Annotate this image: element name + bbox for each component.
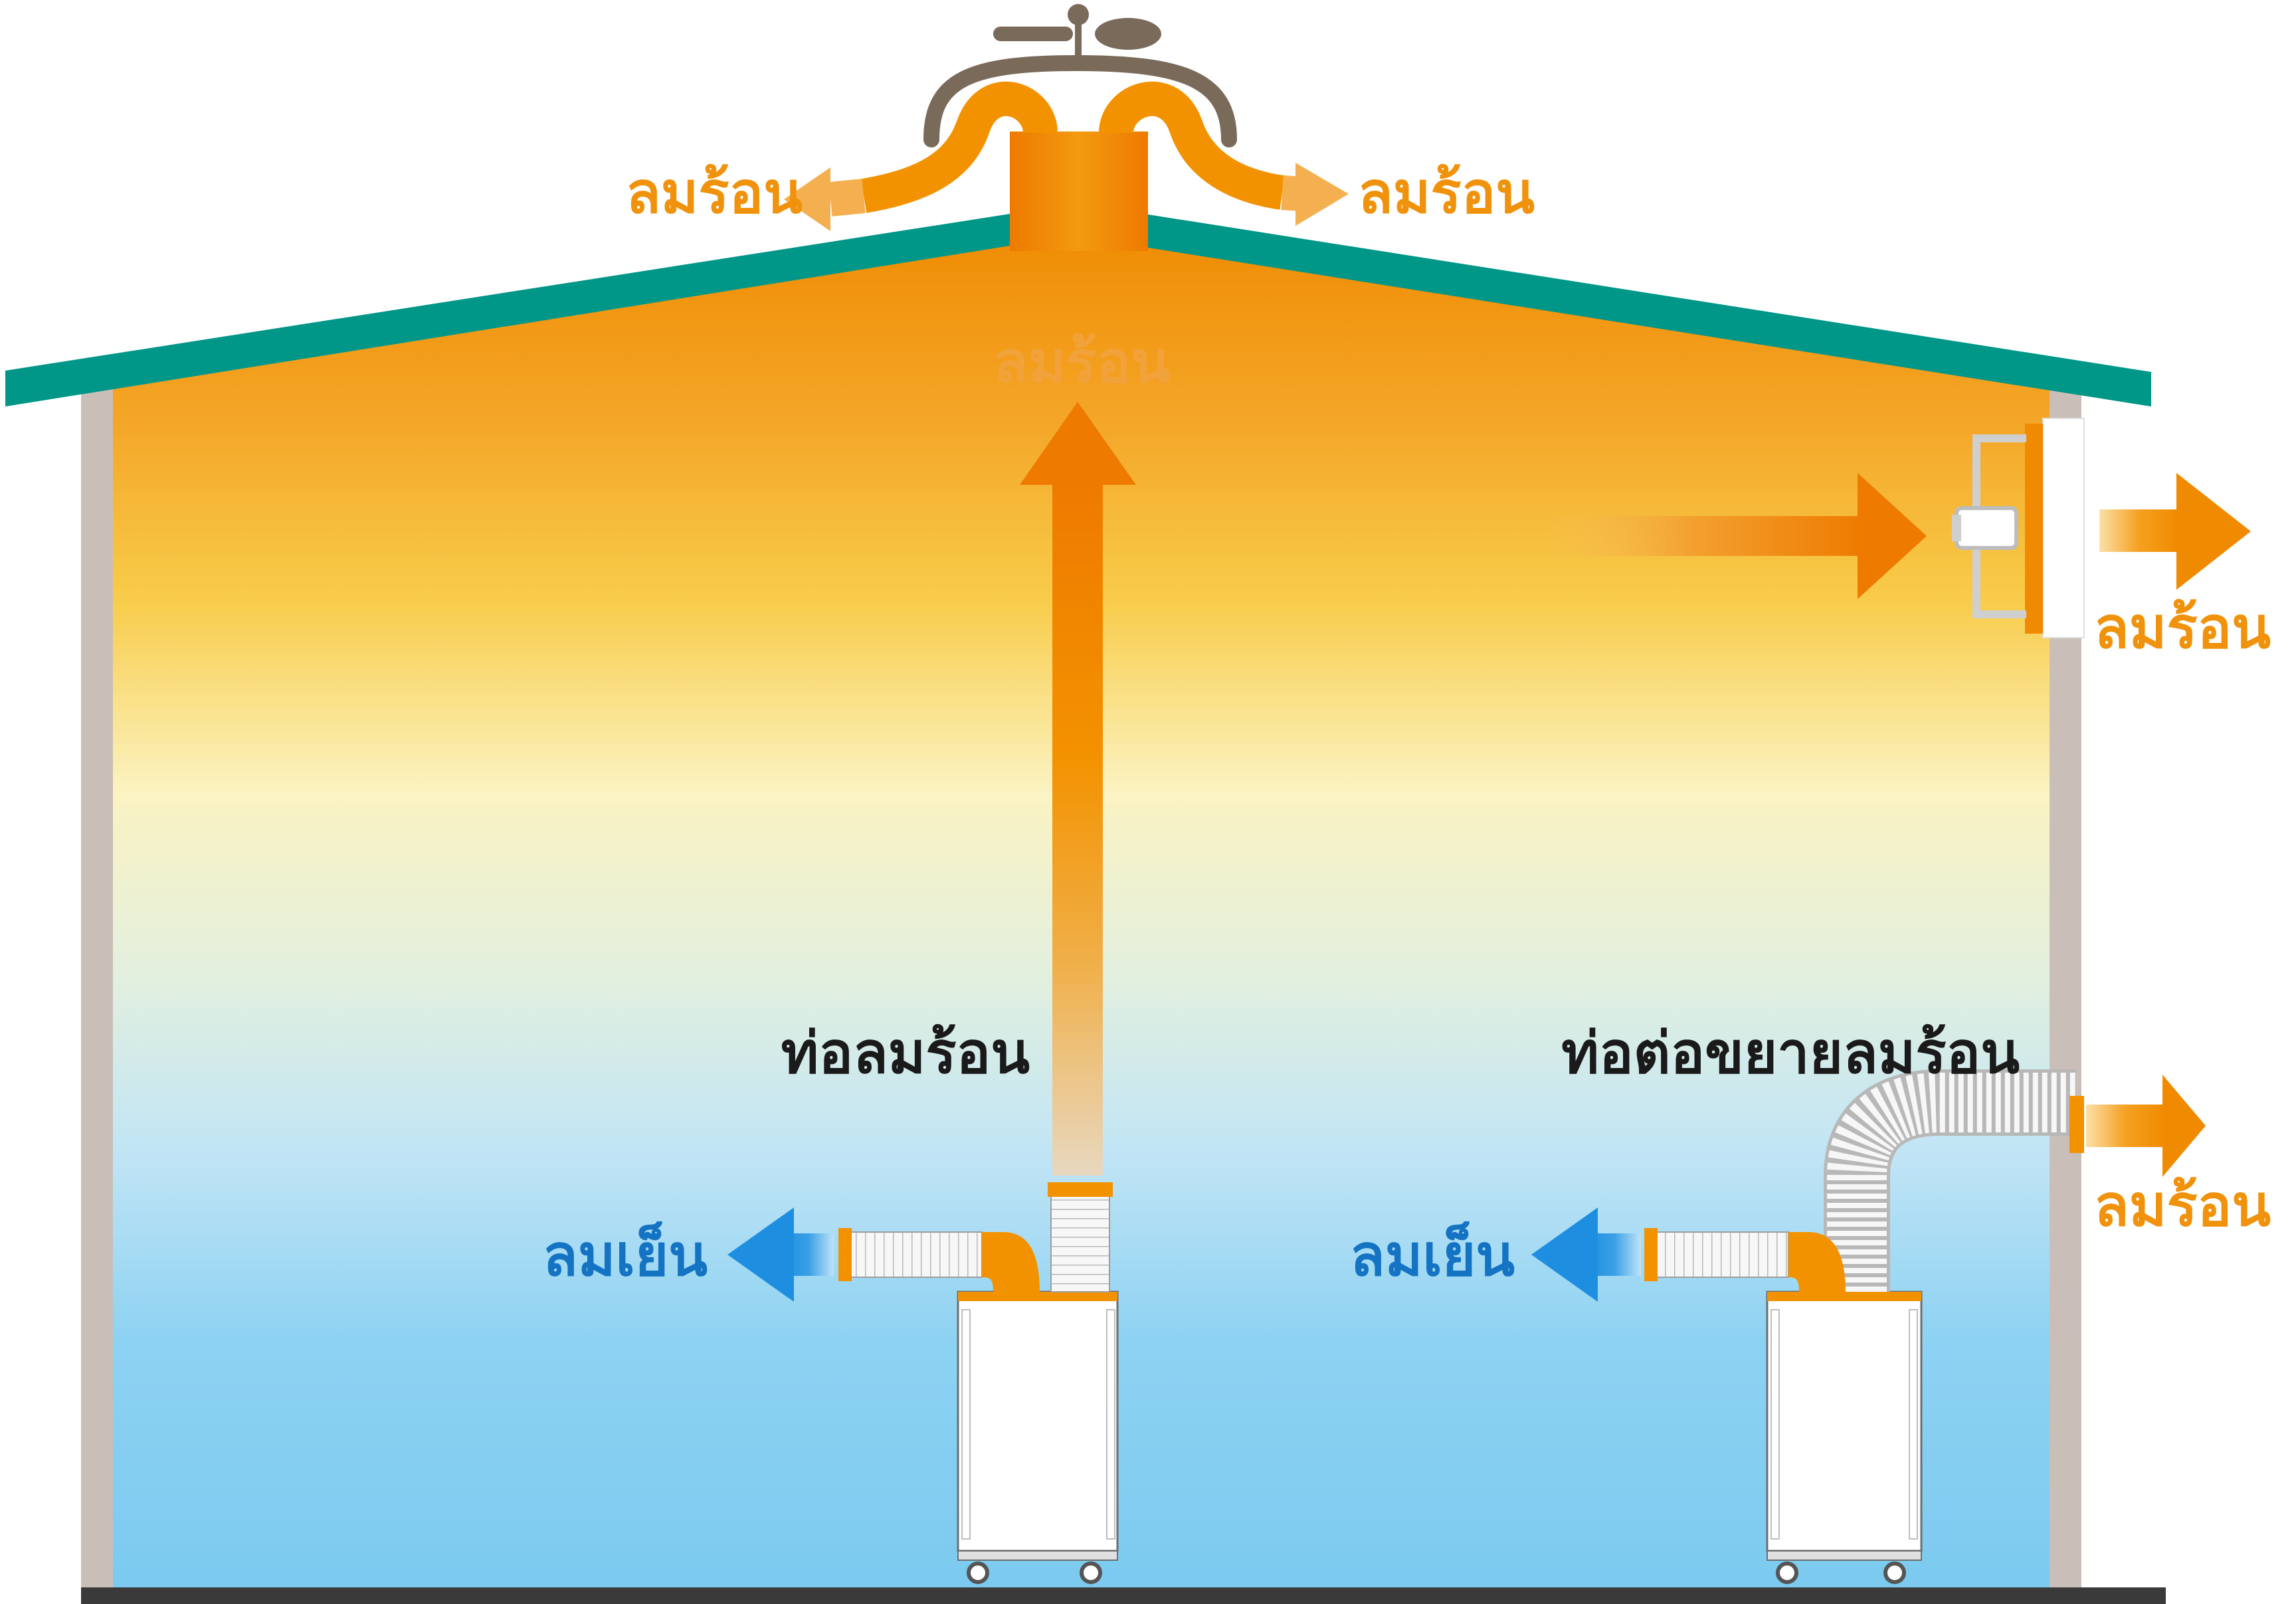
left-wall: [81, 389, 113, 1589]
roof-vent-hood: [923, 4, 1237, 147]
roof-right: [1144, 214, 2151, 406]
wall-fan-outflow-arrow: [2099, 473, 2251, 590]
wall-exhaust-fan: [1952, 418, 2085, 638]
cool-air-label-right: ลมเย็น: [1350, 1221, 1515, 1289]
cool-air-label-left: ลมเย็น: [543, 1221, 708, 1289]
hot-air-label-extension: ลมร้อน: [2094, 1173, 2271, 1239]
hot-air-label-ceiling: ลมร้อน: [993, 329, 1170, 396]
hot-air-label-vent-left: ลมร้อน: [626, 160, 803, 226]
hot-air-label-vent-right: ลมร้อน: [1358, 160, 1535, 226]
hot-air-label-wall-fan: ลมร้อน: [2094, 595, 2271, 662]
right-spot-cooler: [1644, 1069, 2084, 1584]
left-cool-air-arrow: [727, 1207, 834, 1302]
right-cool-air-arrow: [1531, 1207, 1641, 1302]
hot-air-extension-duct-label: ท่อต่อขยายลมร้อน: [1561, 1020, 2020, 1087]
hot-air-duct-label: ท่อลมร้อน: [781, 1020, 1030, 1087]
vent-flow-left: [784, 81, 1058, 231]
vent-flow-right: [1099, 81, 1349, 226]
floor: [81, 1587, 2166, 1604]
rising-hot-air-arrow: [1020, 402, 1136, 1176]
roof-left: [5, 214, 1010, 406]
to-wall-fan-arrow: [1548, 473, 1927, 599]
left-spot-cooler: [838, 1182, 1119, 1584]
roof-chimney: [1010, 132, 1148, 251]
extension-duct-outflow-arrow: [2086, 1075, 2206, 1177]
